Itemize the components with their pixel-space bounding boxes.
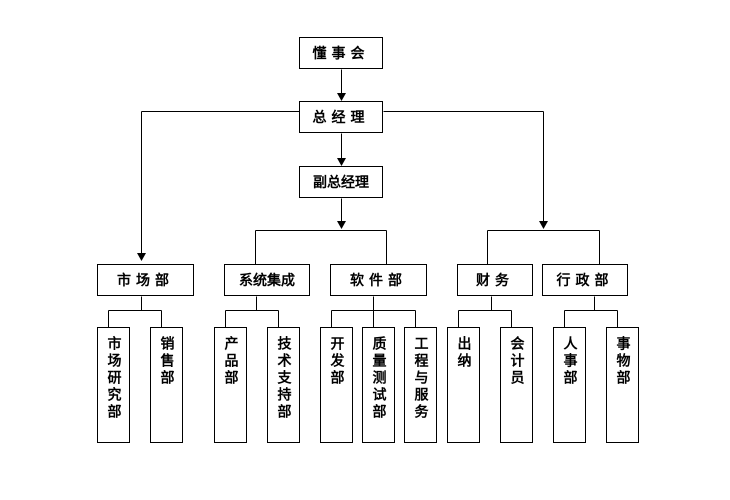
dept-label: 行政部 (556, 273, 614, 289)
dept-box-finance: 财务 (457, 264, 533, 296)
subdept-label: 出纳 (455, 336, 472, 370)
subdept-label: 开发部 (328, 336, 345, 387)
arrowhead-icon (137, 253, 146, 261)
subdept-box: 会计员 (500, 327, 533, 443)
board-label: 懂事会 (312, 46, 370, 62)
subdept-label: 会计员 (508, 336, 525, 387)
dept-label: 财务 (476, 273, 514, 289)
subdept-box: 工程与服务 (404, 327, 437, 443)
dept-label: 软件部 (350, 273, 407, 289)
dept-label: 系统集成 (239, 273, 295, 289)
deputy-general-manager-box: 副总经理 (299, 166, 383, 198)
arrowhead-icon (337, 158, 346, 166)
arrowhead-icon (539, 221, 548, 229)
subdept-label: 技术支持部 (275, 336, 292, 421)
dept-box-sysint: 系统集成 (224, 264, 310, 296)
subdept-box: 技术支持部 (267, 327, 300, 443)
subdept-box: 出纳 (447, 327, 480, 443)
dept-box-admin: 行政部 (542, 264, 628, 296)
dept-label: 市场部 (117, 273, 174, 289)
dept-box-software: 软件部 (330, 264, 427, 296)
arrowhead-icon (337, 221, 346, 229)
subdept-box: 产品部 (214, 327, 247, 443)
subdept-label: 人事部 (561, 336, 578, 387)
subdept-box: 人事部 (553, 327, 586, 443)
subdept-box: 市场研究部 (97, 327, 130, 443)
dept-box-market: 市场部 (97, 264, 194, 296)
subdept-box: 销售部 (150, 327, 183, 443)
general-manager-box: 总经理 (299, 101, 383, 133)
subdept-box: 事物部 (606, 327, 639, 443)
deputy-general-manager-label: 副总经理 (313, 175, 369, 191)
subdept-box: 开发部 (320, 327, 353, 443)
subdept-label: 质量测试部 (370, 336, 387, 421)
subdept-box: 质量测试部 (362, 327, 395, 443)
board-box: 懂事会 (299, 37, 383, 69)
subdept-label: 事物部 (614, 336, 631, 387)
general-manager-label: 总经理 (312, 110, 370, 126)
subdept-label: 销售部 (158, 336, 175, 387)
subdept-label: 市场研究部 (105, 336, 122, 421)
subdept-label: 产品部 (222, 336, 239, 387)
subdept-label: 工程与服务 (412, 336, 429, 421)
arrowhead-icon (337, 93, 346, 101)
